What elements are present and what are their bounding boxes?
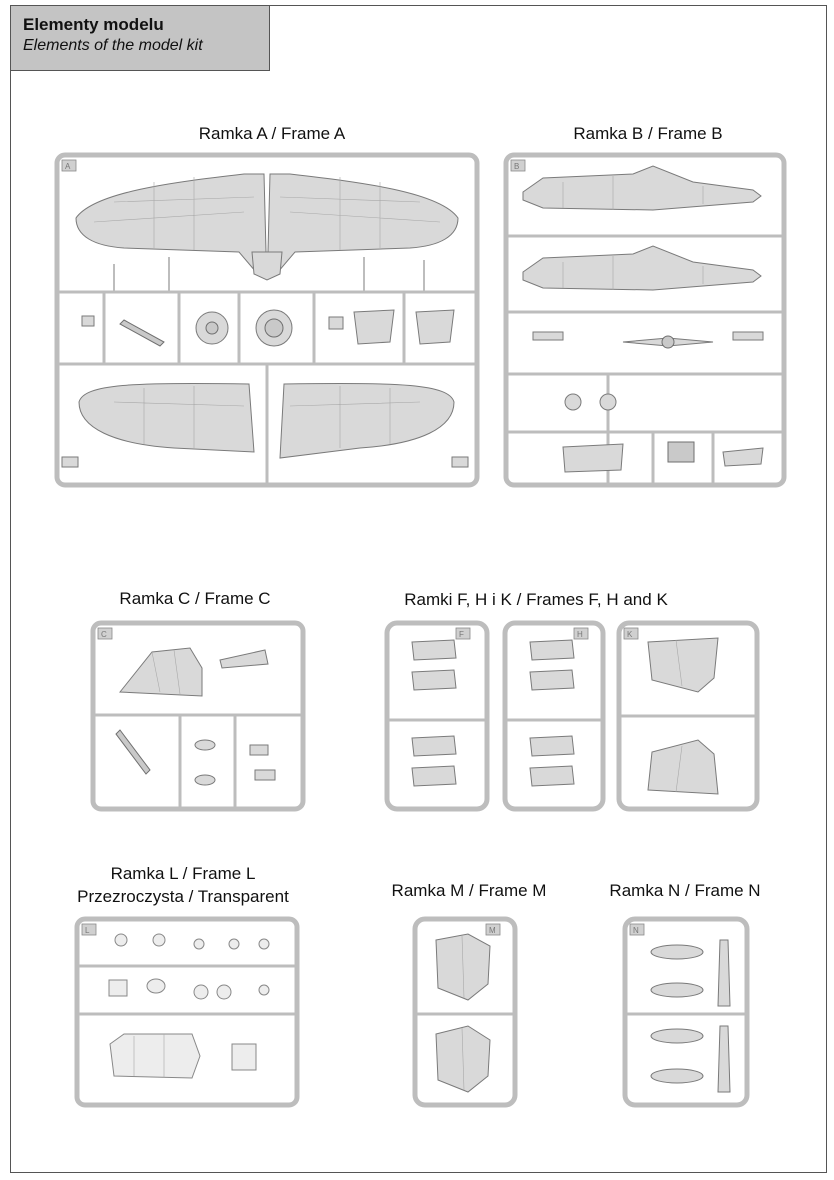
frame-a-label: Ramka A / Frame A: [198, 124, 346, 143]
frame-b-letter: B: [514, 162, 519, 171]
page-border: [10, 5, 827, 1173]
frame-k-sprue: K: [616, 620, 760, 812]
frame-m-letter: M: [489, 926, 496, 935]
frame-a-sprue: A: [54, 152, 480, 488]
frame-l-sprue: L: [74, 916, 300, 1108]
frame-a-letter: A: [65, 162, 71, 171]
frame-h-sprue: H: [502, 620, 606, 812]
frame-l-label-line2: Przezroczysta / Transparent: [77, 887, 289, 906]
frames-fhk-label: Ramki F, H i K / Frames F, H and K: [404, 590, 668, 609]
section-subtitle: Elements of the model kit: [23, 37, 203, 54]
frame-m-label: Ramka M / Frame M: [391, 881, 547, 900]
frame-m-sprue: M: [412, 916, 518, 1108]
frame-c-letter: C: [101, 630, 107, 639]
frame-c-sprue: C: [90, 620, 306, 812]
frame-b-label: Ramka B / Frame B: [573, 124, 723, 143]
frame-f-letter: F: [459, 630, 464, 639]
frame-n-sprue: N: [622, 916, 750, 1108]
frame-k-letter: K: [627, 630, 633, 639]
frame-l-label: Ramka L / Frame L Przezroczysta / Transp…: [60, 862, 306, 908]
frame-n-letter: N: [633, 926, 639, 935]
frame-c-label: Ramka C / Frame C: [119, 589, 271, 608]
section-title: Elementy modelu: [23, 15, 164, 34]
frame-l-label-line1: Ramka L / Frame L: [110, 864, 256, 883]
frame-l-letter: L: [85, 926, 90, 935]
frame-b-sprue: B: [503, 152, 787, 488]
frame-h-letter: H: [577, 630, 583, 639]
section-header: Elementy modelu Elements of the model ki…: [10, 5, 270, 71]
frame-f-sprue: F: [384, 620, 490, 812]
frame-n-label: Ramka N / Frame N: [609, 881, 761, 900]
